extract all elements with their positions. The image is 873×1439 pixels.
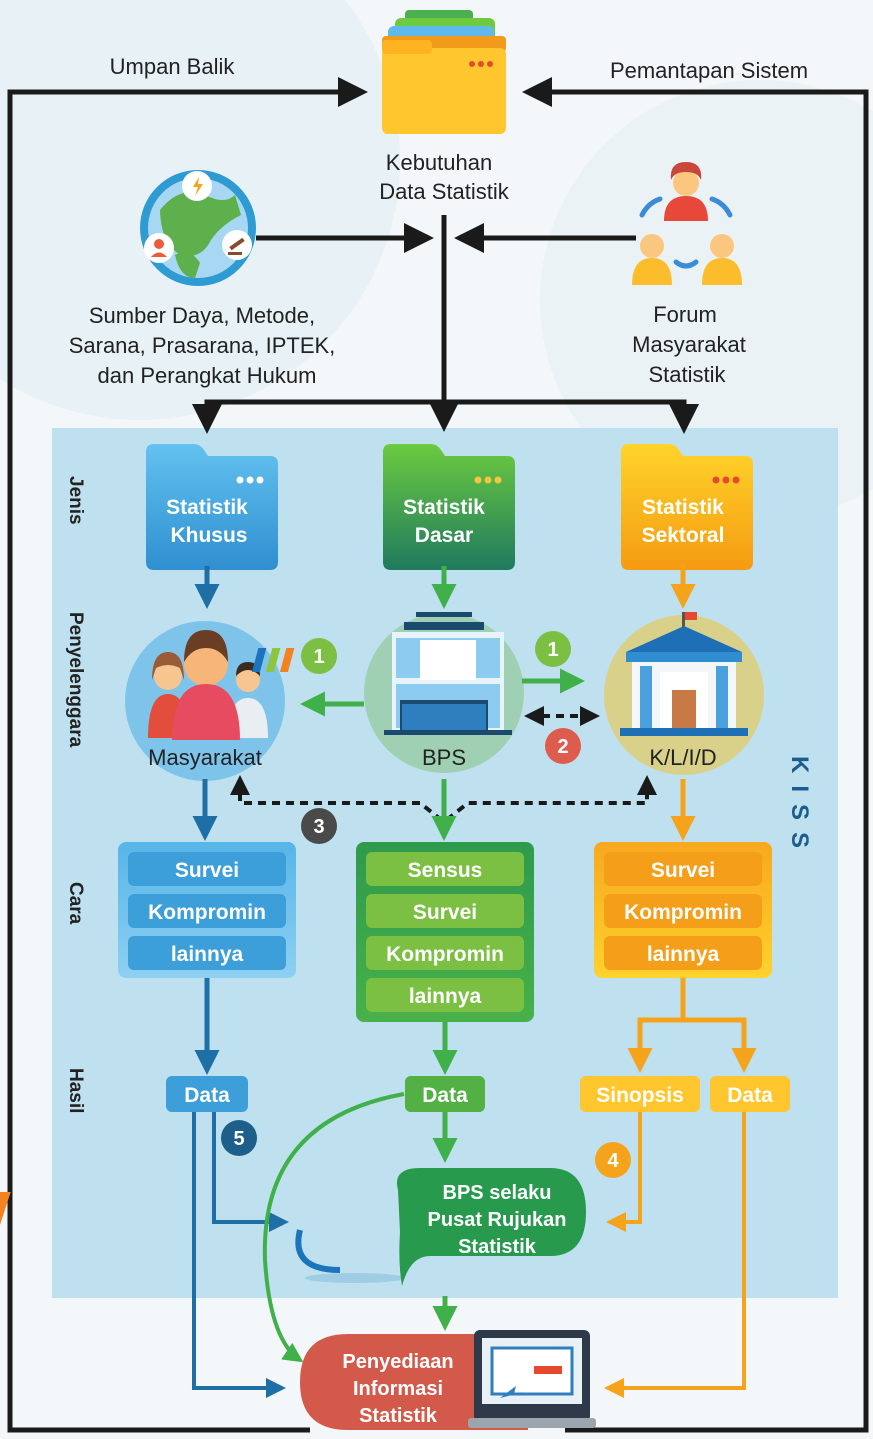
badge-4: 4 [595, 1142, 631, 1178]
bps-building-icon [251, 612, 524, 773]
output-line-1: Penyediaan [342, 1351, 453, 1373]
dasar-title-1: Statistik [403, 496, 485, 519]
kebutuhan-line-2: Data Statistik [379, 179, 510, 204]
sektoral-title-2: Sektoral [642, 524, 725, 547]
row-label-jenis: Jenis [65, 476, 86, 525]
svg-text:1: 1 [547, 639, 558, 661]
flow-khusus-to-bps [212, 1112, 289, 1232]
umpan-balik-label: Umpan Balik [110, 54, 236, 79]
svg-text:Data: Data [184, 1084, 230, 1107]
kebutuhan-line-1: Kebutuhan [386, 150, 492, 175]
forum-line-1: Forum [653, 302, 717, 327]
svg-text:Sinopsis: Sinopsis [596, 1084, 684, 1107]
system-loop-line [522, 77, 869, 1433]
bps-rujukan-box: BPS selaku Pusat Rujukan Statistik [396, 1168, 586, 1286]
masyarakat-icon [125, 621, 285, 781]
rujukan-line-1: BPS selaku [443, 1182, 552, 1204]
khusus-method-2: Kompromin [148, 901, 266, 924]
rujukan-line-2: Pusat Rujukan [428, 1209, 567, 1231]
khusus-method-1: Survei [175, 859, 239, 882]
result-sektoral-sinopsis: Sinopsis [580, 1076, 700, 1112]
badge-5: 5 [221, 1120, 257, 1156]
organizer-klid: K/L/I/D [649, 745, 716, 770]
badge-2: 2 [545, 728, 581, 764]
result-sektoral-data: Data [710, 1076, 790, 1112]
methods-dasar: Sensus Survei Kompromin lainnya [356, 842, 534, 1022]
sektoral-method-2: Kompromin [624, 901, 742, 924]
forum-line-3: Statistik [648, 362, 726, 387]
badge-1-left: 1 [301, 638, 337, 674]
organizer-masyarakat: Masyarakat [148, 745, 262, 770]
kiss-label: KISS [786, 756, 813, 860]
svg-text:2: 2 [557, 736, 568, 758]
flow-sinopsis-to-bps [606, 1112, 642, 1232]
forum-people-icon [632, 162, 742, 285]
badge-3: 3 [301, 808, 337, 844]
bps-logo-icon [0, 1192, 405, 1283]
arrow-sektoral-to-data [683, 1017, 757, 1073]
left-branch-connector [192, 399, 444, 434]
row-label-hasil: Hasil [65, 1068, 86, 1113]
forum-line-2: Masyarakat [632, 332, 746, 357]
data-folder-icon [382, 10, 506, 134]
svg-text:Data: Data [422, 1084, 468, 1107]
folder-statistik-dasar: Statistik Dasar [383, 444, 515, 570]
organizer-bps: BPS [422, 745, 466, 770]
government-building-icon [604, 612, 764, 775]
flow-khusus-to-output [192, 1112, 286, 1398]
arrow-sektoral-to-sinopsis [627, 978, 686, 1073]
sektoral-method-3: lainnya [647, 943, 720, 966]
khusus-title-1: Statistik [166, 496, 248, 519]
dasar-title-2: Dasar [415, 524, 473, 547]
row-label-cara: Cara [65, 882, 86, 925]
resources-line-2: Sarana, Prasarana, IPTEK, [69, 333, 336, 358]
resources-line-1: Sumber Daya, Metode, [89, 303, 315, 328]
row-label-penyelenggara: Penyelenggara [65, 612, 86, 748]
khusus-title-2: Khusus [170, 524, 247, 547]
bg-swirl [540, 80, 873, 520]
sektoral-method-1: Survei [651, 859, 715, 882]
flow-sektoral-data-to-output [604, 1112, 746, 1398]
dasar-method-3: Kompromin [386, 943, 504, 966]
resources-line-3: dan Perangkat Hukum [98, 363, 317, 388]
right-branch-connector [444, 399, 699, 434]
svg-text:4: 4 [607, 1150, 619, 1172]
output-box: Penyediaan Informasi Statistik [300, 1334, 528, 1430]
monitor-icon [468, 1330, 596, 1428]
folder-statistik-sektoral: Statistik Sektoral [621, 444, 753, 570]
result-khusus-data: Data [166, 1076, 248, 1112]
svg-text:3: 3 [313, 816, 324, 838]
svg-text:1: 1 [313, 646, 324, 668]
folder-statistik-khusus: Statistik Khusus [146, 444, 278, 570]
output-line-2: Informasi [353, 1378, 443, 1400]
feedback-loop-line [7, 77, 368, 1433]
svg-text:5: 5 [233, 1128, 244, 1150]
rujukan-line-3: Statistik [458, 1236, 537, 1258]
khusus-method-3: lainnya [171, 943, 244, 966]
globe-icon [140, 170, 256, 286]
dasar-method-4: lainnya [409, 985, 482, 1008]
output-line-3: Statistik [359, 1405, 438, 1427]
svg-text:Data: Data [727, 1084, 773, 1107]
flow-dasar-to-output-curve [262, 1092, 405, 1363]
pemantapan-sistem-label: Pemantapan Sistem [610, 58, 808, 83]
methods-sektoral: Survei Kompromin lainnya [594, 842, 772, 978]
methods-khusus: Survei Kompromin lainnya [118, 842, 296, 978]
dasar-method-2: Survei [413, 901, 477, 924]
result-dasar-data: Data [405, 1076, 485, 1112]
dasar-method-1: Sensus [408, 859, 483, 882]
badge-1-right: 1 [535, 631, 571, 667]
sektoral-title-1: Statistik [642, 496, 724, 519]
